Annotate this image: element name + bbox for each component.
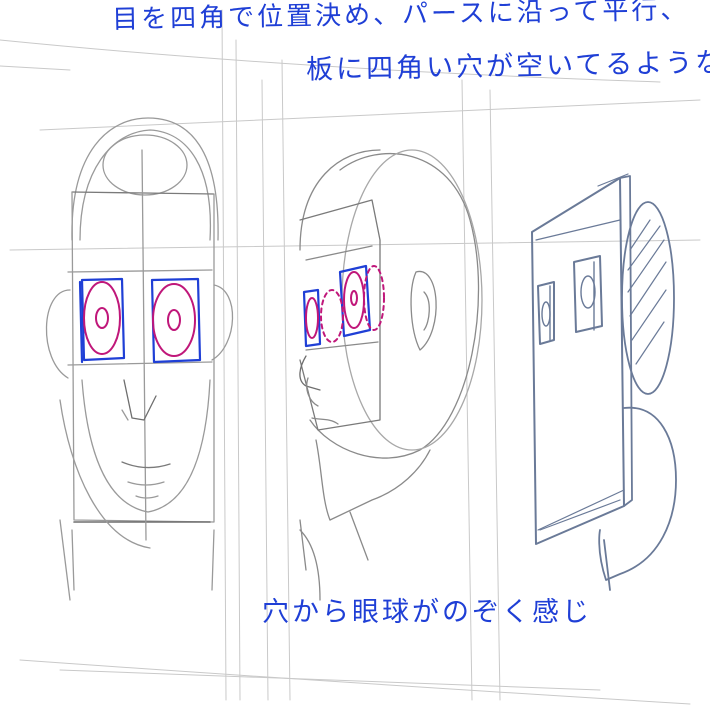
annotation-line-2: 板に四角い穴が空いてるような	[305, 47, 710, 86]
side-eye-boxes	[302, 264, 372, 348]
perspective-guide-lines	[0, 9, 701, 705]
front-view-head	[45, 117, 234, 601]
annotation-line-3: 穴から眼球がのぞく感じ	[262, 597, 592, 628]
front-eyeballs	[83, 281, 196, 357]
board-with-holes-diagram	[531, 173, 677, 591]
three-quarter-view-head	[299, 149, 483, 601]
front-eye-boxes	[78, 277, 202, 364]
side-eyeballs	[305, 265, 385, 343]
